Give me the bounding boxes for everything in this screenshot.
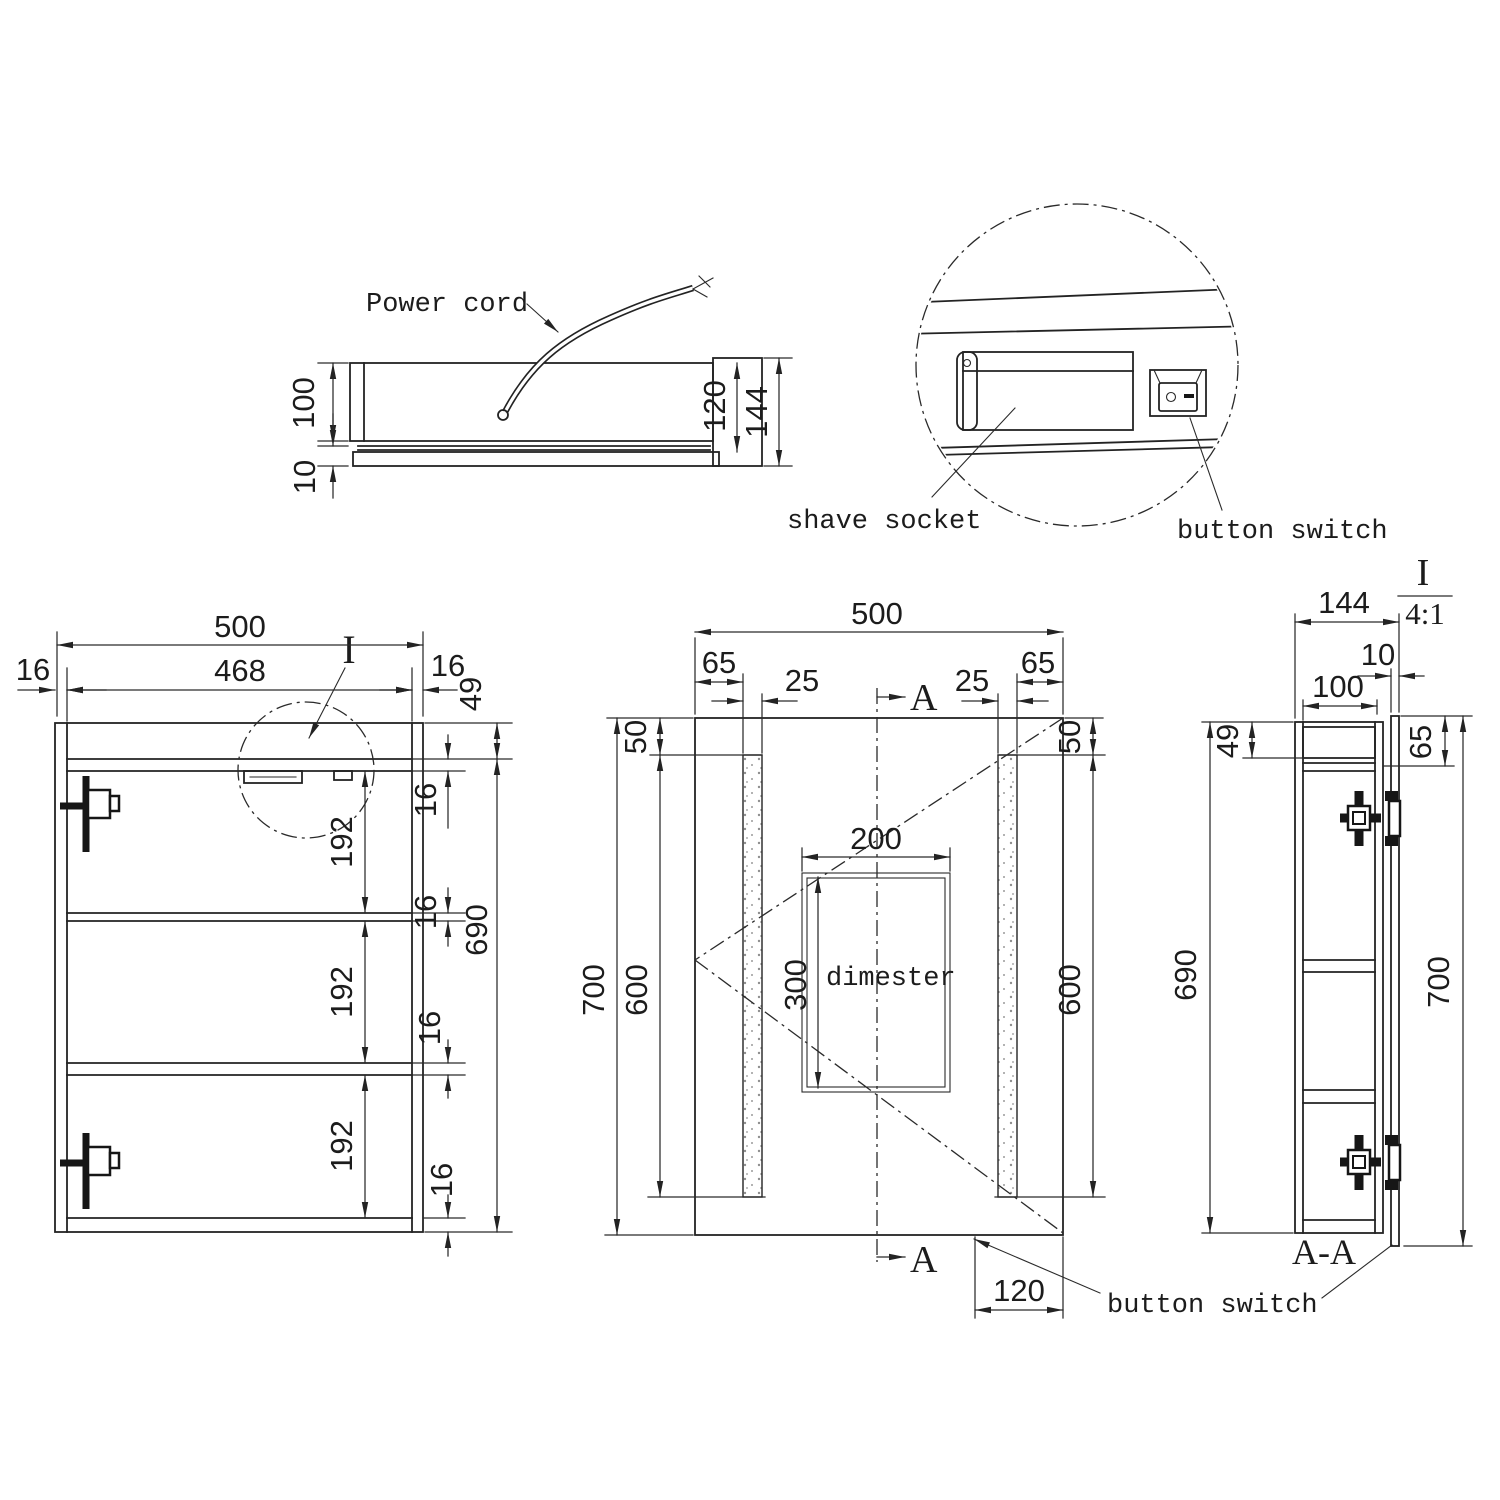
dim-25-left: 25 [785,663,819,698]
dim-switch-120: 120 [993,1273,1045,1308]
dim-shelf1-16: 16 [408,783,443,817]
shaver-socket [956,351,1134,431]
button-switch-leader-top [1189,417,1223,511]
shave-socket-leader [931,407,1016,498]
top-view: Power cord 100 10 120 144 [286,275,793,499]
detail-circle-view: shave socket button switch [787,203,1388,547]
top-view-end-block [712,357,763,467]
section-name-label: A-A [1292,1232,1356,1272]
dim-demister-200: 200 [850,821,902,856]
power-cord [497,275,714,421]
dim-side-100: 100 [1312,669,1364,704]
side-body-outline [1294,721,1384,1234]
dim-top-120: 120 [697,380,732,432]
dim-side-49: 49 [1210,724,1245,758]
led-strip-left [742,754,763,1198]
power-cord-label: Power cord [366,290,528,320]
socket-compartment [1302,726,1376,759]
dim-front-49: 49 [453,677,488,711]
section-letter-bottom: A [910,1239,938,1281]
dim-front-16-left: 16 [16,652,50,687]
dim-top-144: 144 [739,386,774,438]
dim-front-468: 468 [214,653,266,688]
dim-600-right: 600 [1052,964,1087,1016]
detail-marker-circle [237,701,375,839]
dim-65-right: 65 [1021,645,1055,680]
top-view-mirror-slab [352,451,720,467]
button-switch-label-bottom: button switch [1107,1291,1318,1321]
side-section-view: 144 I 4:1 10 100 49 65 690 700 A-A [1168,552,1473,1272]
side-hinge-lower [1340,1135,1402,1190]
dim-600-left: 600 [619,964,654,1016]
dim-mirror-700: 700 [576,964,611,1016]
power-cord-leader [526,303,559,333]
front-mirror-view: dimester A A 500 65 65 25 25 50 50 [576,596,1393,1321]
dim-front-500: 500 [214,609,266,644]
dim-side-144: 144 [1318,585,1370,620]
dim-gap2-192: 192 [324,966,359,1018]
dim-gap1-192: 192 [324,816,359,868]
carcass-outline [54,722,424,1233]
dim-50-right: 50 [1052,720,1087,754]
dim-side-65: 65 [1403,725,1438,759]
section-letter-top: A [910,677,938,719]
dim-top-10: 10 [287,460,322,494]
dim-top-100: 100 [286,377,321,429]
door-swing-lower [694,959,1064,1234]
socket-slot [243,770,303,784]
hinge-upper [60,776,121,852]
door-swing-upper [694,717,1064,961]
dim-50-left: 50 [618,720,653,754]
dim-side-700: 700 [1421,956,1456,1008]
mirror-door-outline [694,717,1064,1236]
dim-front-690: 690 [459,904,494,956]
demister-pad [801,872,951,1093]
button-switch-leader-side [1321,1244,1393,1299]
dim-65-left: 65 [702,645,736,680]
switch-slot [333,770,353,781]
button-switch-label-top: button switch [1177,517,1388,547]
dim-front-16-right: 16 [431,648,465,683]
dim-shelf3-16: 16 [412,1011,447,1045]
front-open-view: I 500 468 16 16 49 [16,609,513,1257]
dim-shelf2-16: 16 [408,895,443,929]
detail-letter-ref: I [342,627,355,672]
detail-scale-label: 4:1 [1405,596,1445,631]
shave-socket-label: shave socket [787,507,981,537]
dim-mirror-500: 500 [851,596,903,631]
demister-label: dimester [826,964,956,994]
dim-bottom-16: 16 [424,1163,459,1197]
rocker-switch [1149,369,1207,417]
button-switch-leader-bottom [973,1238,1101,1294]
dim-25-right: 25 [955,663,989,698]
hinge-lower [60,1133,121,1209]
dim-side-10: 10 [1361,637,1395,672]
dim-side-690: 690 [1168,949,1203,1001]
detail-boundary-circle [915,203,1239,527]
detail-letter-scale: I [1417,552,1430,594]
led-strip-right [997,754,1018,1198]
dim-demister-300: 300 [778,959,813,1011]
side-hinge-upper [1340,791,1402,846]
mirror-door-edge [1390,715,1400,1247]
dim-gap3-192: 192 [324,1120,359,1172]
